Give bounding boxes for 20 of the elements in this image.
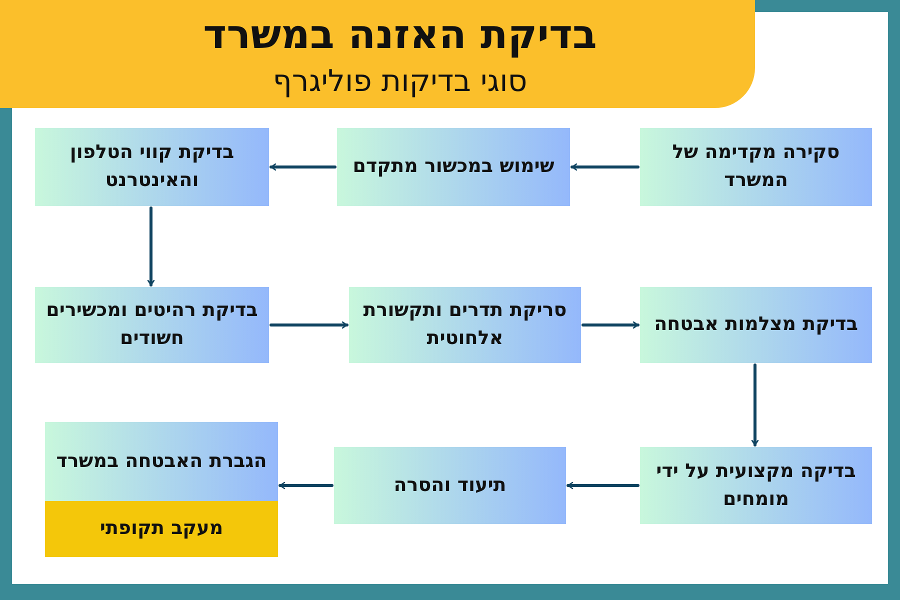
arrow — [566, 482, 640, 490]
arrow — [147, 206, 155, 286]
process-box: בדיקה מקצועית על ידי מומחים — [640, 447, 872, 524]
process-box: בדיקת קווי הטלפון והאינטרנט — [35, 128, 269, 206]
subtitle: סוגי בדיקות פוליגרף — [272, 64, 528, 99]
process-box: בדיקת רהיטים ומכשירים חשודים — [35, 287, 269, 363]
arrow — [278, 482, 334, 490]
title: בדיקת האזנה במשרד — [202, 12, 598, 58]
arrow — [570, 163, 640, 171]
note-box: מעקב תקופתי — [45, 501, 278, 557]
arrow — [270, 163, 336, 171]
process-box: בדיקת מצלמות אבטחה — [640, 287, 872, 363]
process-box: סריקת תדרים ותקשורת אלחוטית — [349, 287, 581, 363]
process-box: שימוש במכשור מתקדם — [337, 128, 570, 206]
process-box: סקירה מקדימה של המשרד — [640, 128, 872, 206]
arrow — [270, 321, 348, 329]
process-box: תיעוד והסרה — [334, 447, 566, 524]
arrow — [751, 364, 759, 446]
process-box: הגברת האבטחה במשרד — [45, 422, 278, 501]
arrow — [582, 321, 640, 329]
